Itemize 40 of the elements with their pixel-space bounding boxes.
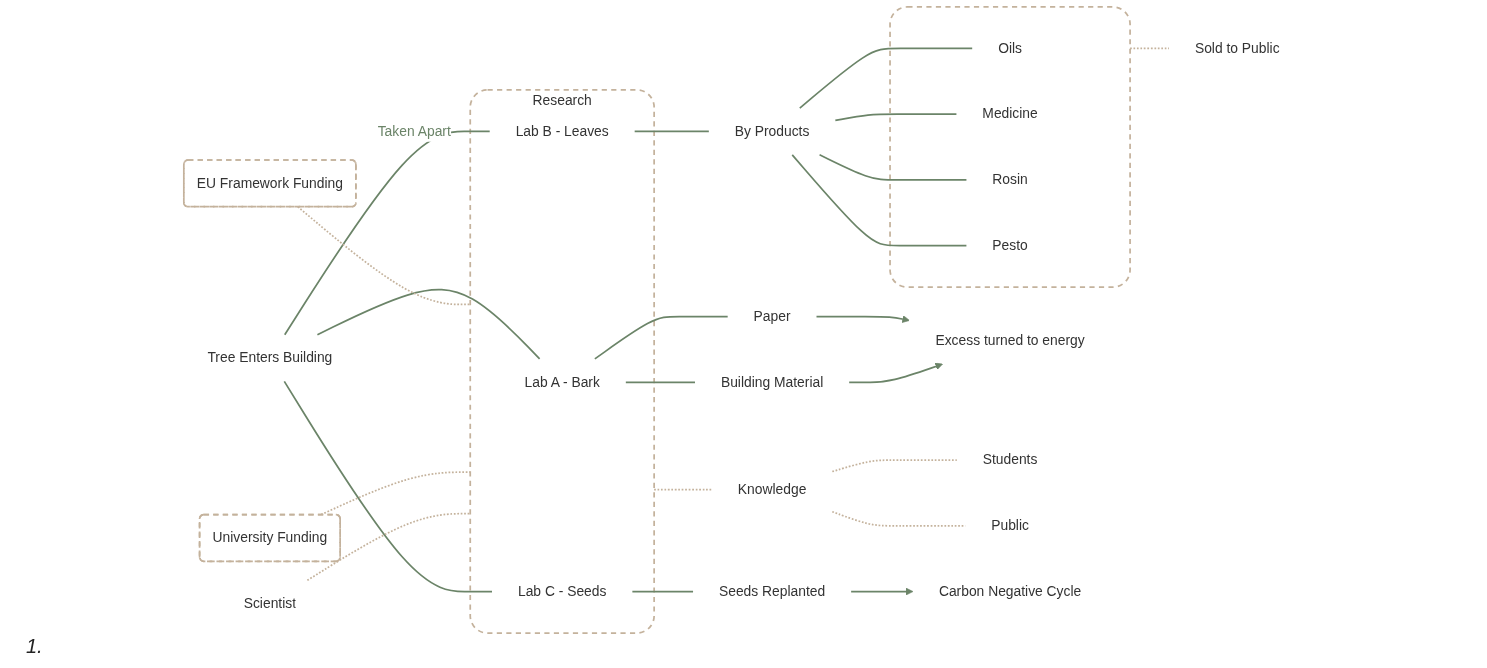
node-text: Carbon Negative Cycle xyxy=(938,583,1082,599)
node-text: Lab B - Leaves xyxy=(515,123,609,139)
node-text: Public xyxy=(991,518,1029,533)
connector xyxy=(624,381,696,384)
connector xyxy=(1129,47,1170,50)
connector xyxy=(306,512,472,582)
arrow xyxy=(848,362,943,384)
node-text: Scientist xyxy=(243,595,297,611)
connector xyxy=(818,153,968,181)
connector xyxy=(316,288,541,360)
node-text: Pesto xyxy=(992,237,1028,253)
node-text: Lab C - Seeds xyxy=(517,583,607,599)
node-text: Knowledge xyxy=(737,481,807,497)
node-text: By Products xyxy=(734,123,810,139)
connector xyxy=(834,113,958,122)
node-text: Excess turned to energy xyxy=(935,332,1085,348)
connector xyxy=(594,315,729,360)
node-text: Students xyxy=(982,452,1038,468)
node-text: Lab A - Bark xyxy=(524,374,600,390)
figure-number: 1. xyxy=(26,635,43,658)
cluster xyxy=(889,6,1131,288)
edge-label: Taken Apart xyxy=(377,123,451,139)
connector xyxy=(831,459,958,473)
node-text: Oils xyxy=(998,40,1022,56)
arrow xyxy=(815,315,910,323)
connector xyxy=(791,153,968,247)
node-text: Paper xyxy=(753,308,791,324)
connector xyxy=(631,590,694,593)
connector xyxy=(798,47,974,109)
node-text: Rosin xyxy=(992,172,1028,187)
node-text: Building Material xyxy=(720,374,824,390)
connector xyxy=(283,380,493,593)
node-text: Medicine xyxy=(982,106,1038,122)
connector xyxy=(633,130,710,133)
node-text: Sold to Public xyxy=(1194,40,1280,56)
node-text: Tree Enters Building xyxy=(207,350,333,365)
node-text: Seeds Replanted xyxy=(719,583,826,599)
connector xyxy=(653,488,713,491)
connector xyxy=(283,130,491,336)
arrow xyxy=(850,587,914,596)
